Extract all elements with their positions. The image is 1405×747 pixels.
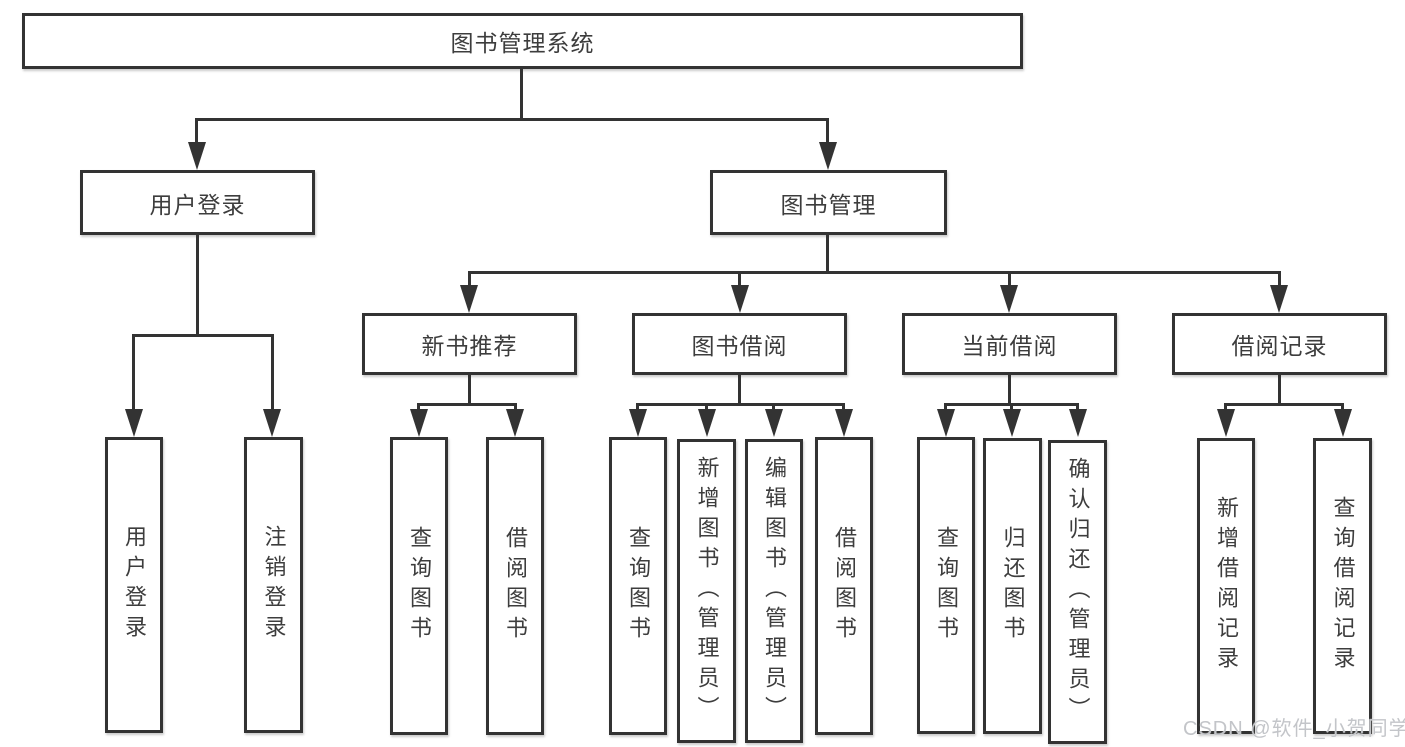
arrow-down-icon: [698, 409, 716, 437]
connector-trunk: [738, 375, 741, 406]
connector-root-trunk: [520, 69, 523, 121]
arrow-down-icon: [1000, 285, 1018, 313]
leaf-add-borrow-record: 新增借阅记录: [1197, 438, 1255, 734]
connector-drop: [636, 403, 639, 411]
connector-drop: [1224, 403, 1227, 411]
leaf-borrow-books-1: 借阅图书: [486, 437, 544, 735]
connector-drop: [772, 403, 775, 411]
connector-drop: [417, 403, 420, 411]
node-book-borrowing: 图书借阅: [632, 313, 847, 375]
arrow-down-icon: [1270, 285, 1288, 313]
connector-drop: [1341, 403, 1344, 411]
connector-drop: [271, 334, 274, 411]
leaf-borrow-books-2: 借阅图书: [815, 437, 873, 735]
leaf-logout: 注销登录: [244, 437, 303, 733]
connector-drop: [705, 403, 708, 411]
connector-drop: [132, 334, 135, 411]
connector-drop: [468, 271, 471, 287]
arrow-down-icon: [1217, 409, 1235, 437]
connector-drop: [944, 403, 947, 411]
connector-split: [1224, 403, 1344, 406]
leaf-add-books-admin: 新增图书（管理员）: [677, 439, 736, 743]
connector-user-login-split: [132, 334, 274, 337]
connector-trunk: [1008, 375, 1011, 406]
node-current-borrowing: 当前借阅: [902, 313, 1117, 375]
connector-drop: [738, 271, 741, 287]
leaf-confirm-return-admin: 确认归还（管理员）: [1048, 440, 1107, 744]
arrow-down-icon: [819, 142, 837, 170]
leaf-query-books-2: 查询图书: [609, 437, 667, 735]
arrow-down-icon: [765, 409, 783, 437]
leaf-query-books-1: 查询图书: [390, 437, 448, 735]
node-new-book-recommend: 新书推荐: [362, 313, 577, 375]
arrow-down-icon: [1334, 409, 1352, 437]
node-library-management-system: 图书管理系统: [22, 13, 1023, 69]
arrow-down-icon: [188, 142, 206, 170]
connector-trunk: [468, 375, 471, 406]
connector-drop: [842, 403, 845, 411]
connector-drop: [1008, 271, 1011, 287]
connector-user-login-trunk: [196, 235, 199, 337]
arrow-down-icon: [410, 409, 428, 437]
connector-book-mgmt-split: [468, 271, 1281, 274]
arrow-down-icon: [835, 409, 853, 437]
leaf-user-login: 用户登录: [105, 437, 163, 733]
connector-drop: [195, 118, 198, 144]
connector-drop: [826, 118, 829, 144]
node-borrowing-records: 借阅记录: [1172, 313, 1387, 375]
connector-drop: [514, 403, 517, 411]
arrow-down-icon: [1069, 409, 1087, 437]
leaf-query-borrow-record: 查询借阅记录: [1313, 438, 1372, 734]
leaf-query-books-3: 查询图书: [917, 437, 975, 734]
connector-root-split: [195, 118, 829, 121]
connector-split: [636, 403, 844, 406]
arrow-down-icon: [629, 409, 647, 437]
arrow-down-icon: [263, 409, 281, 437]
connector-drop: [1076, 403, 1079, 411]
arrow-down-icon: [460, 285, 478, 313]
arrow-down-icon: [1003, 409, 1021, 437]
connector-book-mgmt-trunk: [826, 235, 829, 274]
arrow-down-icon: [731, 285, 749, 313]
connector-split: [417, 403, 517, 406]
connector-drop: [1010, 403, 1013, 411]
node-user-login: 用户登录: [80, 170, 315, 235]
node-book-management: 图书管理: [710, 170, 947, 235]
arrow-down-icon: [125, 409, 143, 437]
leaf-return-books: 归还图书: [983, 438, 1042, 734]
leaf-edit-books-admin: 编辑图书（管理员）: [745, 439, 803, 743]
connector-drop: [1278, 271, 1281, 287]
connector-trunk: [1278, 375, 1281, 406]
arrow-down-icon: [937, 409, 955, 437]
csdn-watermark: CSDN @软件_小贺同学: [1183, 718, 1405, 740]
arrow-down-icon: [506, 409, 524, 437]
